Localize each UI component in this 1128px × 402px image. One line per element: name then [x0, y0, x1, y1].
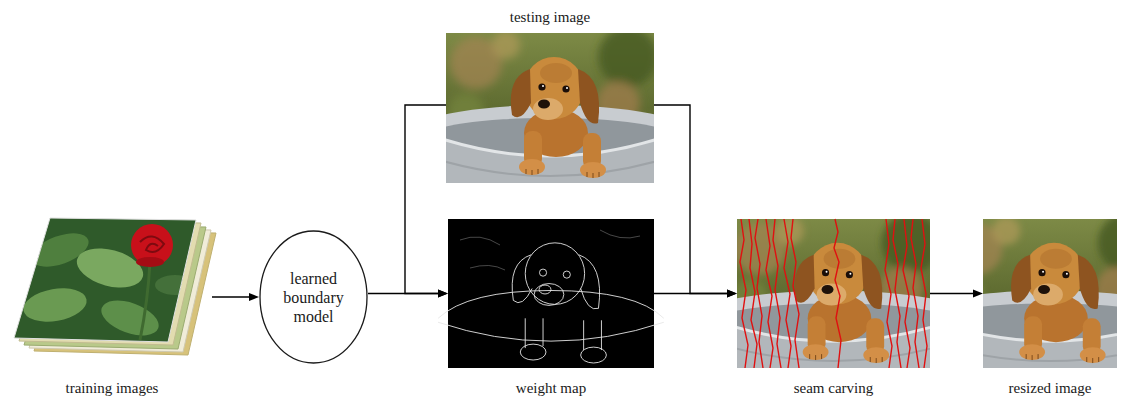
- image-caption: weight map: [516, 379, 586, 397]
- model-label: learned boundary model: [275, 269, 353, 326]
- arrow-head: [438, 290, 448, 298]
- image-caption: testing image: [510, 8, 590, 26]
- training-stack: [10, 214, 216, 355]
- testing-photo: [410, 27, 690, 183]
- arrow-head: [727, 290, 737, 298]
- resized-image-node: resized image: [983, 219, 1117, 368]
- arrow-line: [930, 293, 973, 294]
- arrow-head: [973, 290, 983, 298]
- arrow-line: [654, 105, 727, 294]
- training-images-node: training images: [12, 218, 212, 356]
- weight-map-image: [438, 219, 664, 368]
- arrow-head: [249, 293, 259, 301]
- flow-arrow: [654, 290, 737, 298]
- flow-arrow: [405, 105, 448, 298]
- weight-map-node: weight map: [448, 219, 654, 368]
- arrow-line: [654, 293, 727, 294]
- ellipse-text-box: learned boundary model: [259, 230, 368, 364]
- image-caption: resized image: [1009, 379, 1092, 397]
- image-caption: seam carving: [794, 379, 874, 397]
- testing-image-node: testing image: [446, 33, 654, 183]
- flow-arrow: [930, 290, 983, 298]
- arrow-head: [727, 290, 737, 298]
- seam-carving-node: seam carving: [737, 219, 930, 368]
- flow-arrow: [654, 105, 737, 298]
- flow-arrow: [212, 293, 259, 301]
- arrow-line: [405, 105, 446, 294]
- arrow-line: [212, 296, 249, 297]
- image-caption: training images: [66, 379, 159, 397]
- ellipse-shape: [260, 231, 367, 363]
- model-ellipse: learned boundary model: [259, 230, 368, 364]
- resized-photo: [911, 213, 1128, 368]
- seam-carving-image: [694, 213, 972, 368]
- arrow-head: [438, 290, 448, 298]
